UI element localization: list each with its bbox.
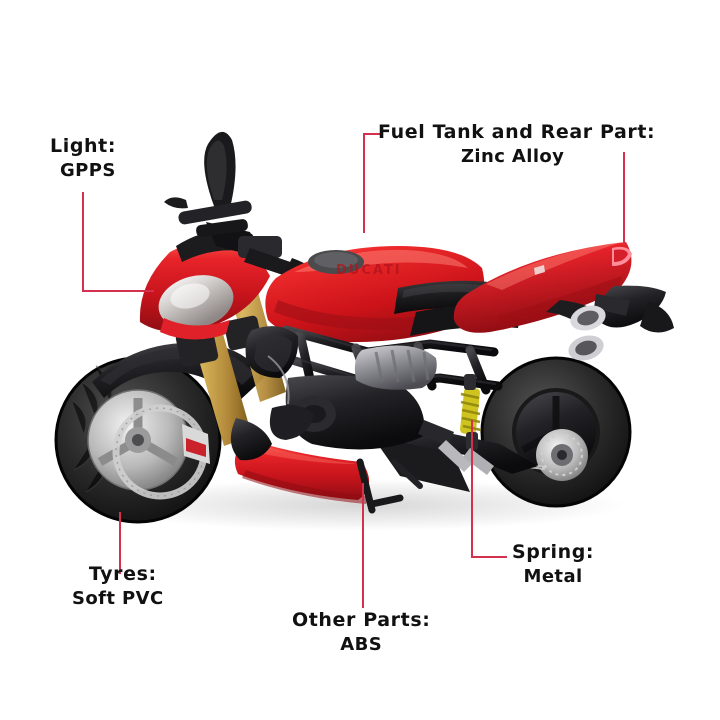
front-wheel [54,356,222,524]
kickstand [356,458,423,514]
rear-undertail [546,285,674,361]
callout-spring-material: Metal [523,565,583,587]
callout-other-parts-material: ABS [340,633,383,655]
belly-fairing [230,418,370,504]
callout-tyres-title: Tyres: [88,563,157,585]
leader-line-light-vertical [82,192,84,292]
engine-block [269,345,437,450]
callout-fuel-tank-material: Zinc Alloy [460,145,565,167]
callout-fuel-tank: Fuel Tank and Rear Part: Zinc Alloy [356,120,655,168]
leader-line-tyres-vertical [119,512,121,574]
leader-line-spring-horizontal [471,556,507,558]
leader-line-fuel-vertical [363,133,365,233]
radiator-cover [245,326,299,405]
leader-line-fuel-horizontal [363,133,381,135]
callout-tyres: Tyres: Soft PVC [72,562,164,610]
callout-light-title: Light: [50,135,117,157]
leader-line-rearpart-vertical [623,152,625,244]
footpeg-assembly [418,420,494,475]
callout-other-parts-title: Other Parts: [292,609,431,631]
svg-text:DUCATI: DUCATI [336,263,402,278]
callout-light: Light: GPPS [48,134,116,182]
leader-line-light-horizontal [82,290,154,292]
leader-line-spring-vertical [471,420,473,558]
callout-spring-title: Spring: [512,541,595,563]
leader-line-other-vertical [362,483,364,608]
callout-fuel-tank-title: Fuel Tank and Rear Part: [378,121,656,143]
callout-spring: Spring: Metal [512,540,594,588]
callout-other-parts: Other Parts: ABS [292,608,430,656]
callout-tyres-material: Soft PVC [72,587,164,609]
callout-light-material: GPPS [60,159,116,181]
